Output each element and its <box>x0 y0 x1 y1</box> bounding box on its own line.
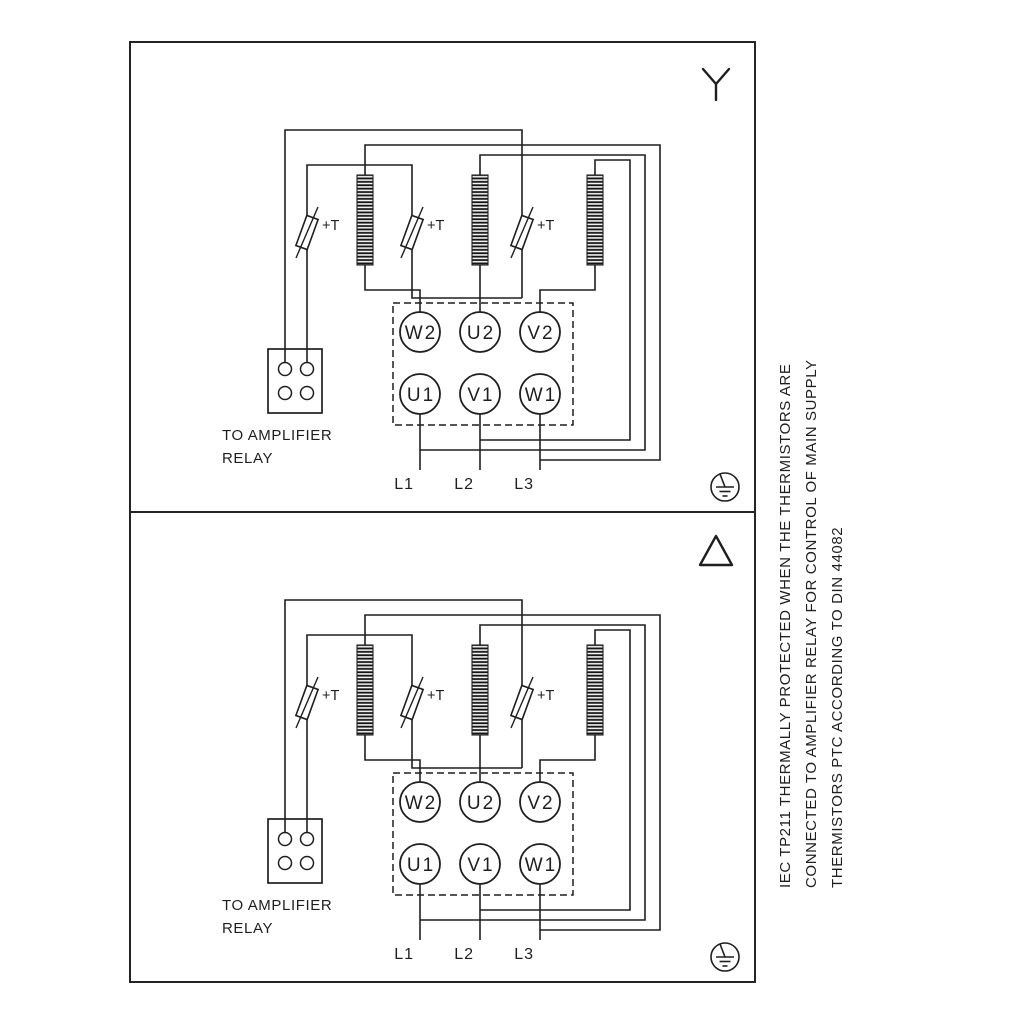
terminal-block <box>392 772 574 896</box>
thermistor-symbol: +T <box>399 206 444 259</box>
thermistor-strike <box>295 676 319 729</box>
supply-label-l1: L1 <box>394 946 414 963</box>
relay-pin <box>277 361 293 377</box>
side-note-line3: THERMISTORS PTC ACCORDING TO DIN 44082 <box>829 527 846 888</box>
terminal-v1-label: V1 <box>467 855 494 876</box>
relay-note-line1: TO AMPLIFIER <box>222 427 332 444</box>
relay-pin <box>299 361 315 377</box>
wire <box>364 144 661 461</box>
terminal-v2: V2 <box>519 781 561 823</box>
terminal-u2: U2 <box>459 781 501 823</box>
relay-connector-box <box>267 818 323 884</box>
wire <box>480 629 631 911</box>
terminal-w1: W1 <box>519 843 561 885</box>
wire <box>420 624 646 921</box>
side-note-line1: IEC TP211 THERMALLY PROTECTED WHEN THE T… <box>777 364 794 888</box>
relay-pin <box>277 385 293 401</box>
motor-winding <box>471 644 489 736</box>
terminal-u1-label: U1 <box>407 385 435 406</box>
wire <box>284 599 523 832</box>
terminal-w1-label: W1 <box>525 385 558 406</box>
thermistor-symbol: +T <box>294 206 339 259</box>
terminal-v1: V1 <box>459 373 501 415</box>
wire <box>364 735 421 782</box>
terminal-v2: V2 <box>519 311 561 353</box>
terminal-w2-label: W2 <box>405 323 438 344</box>
terminal-u1-label: U1 <box>407 855 435 876</box>
motor-winding <box>586 644 604 736</box>
supply-label-l2: L2 <box>454 476 474 493</box>
terminal-v2-label: V2 <box>527 793 554 814</box>
wire <box>539 735 596 782</box>
relay-note-line2: RELAY <box>222 920 273 937</box>
terminal-u2: U2 <box>459 311 501 353</box>
supply-label-l2: L2 <box>454 946 474 963</box>
relay-connector <box>267 348 323 414</box>
thermistor-label: +T <box>322 218 339 234</box>
terminal-w2-label: W2 <box>405 793 438 814</box>
thermistor-label: +T <box>427 218 444 234</box>
relay-note-line2: RELAY <box>222 450 273 467</box>
terminal-w1-label: W1 <box>525 855 558 876</box>
relay-note-line1: TO AMPLIFIER <box>222 897 332 914</box>
relay-connector-box <box>267 348 323 414</box>
thermistor-strike <box>510 206 534 259</box>
delta-panel: +T +T +T W2 U2 V2 U1 <box>222 534 740 972</box>
relay-pin <box>299 831 315 847</box>
terminal-v1: V1 <box>459 843 501 885</box>
star-panel: +T +T +T W2 U2 V2 U1 <box>222 67 740 502</box>
supply-label-l1: L1 <box>394 476 414 493</box>
thermistor-strike <box>400 676 424 729</box>
motor-winding <box>356 644 374 736</box>
terminal-w1: W1 <box>519 373 561 415</box>
thermistor-strike <box>400 206 424 259</box>
side-note: IEC TP211 THERMALLY PROTECTED WHEN THE T… <box>777 359 846 888</box>
motor-winding <box>471 174 489 266</box>
relay-pin <box>299 385 315 401</box>
terminal-u1: U1 <box>399 373 441 415</box>
wire <box>539 265 596 312</box>
earth-ground-icon <box>710 472 740 502</box>
wire <box>420 154 646 451</box>
terminal-w2: W2 <box>399 311 441 353</box>
wye-icon <box>701 67 731 102</box>
relay-pin <box>299 855 315 871</box>
wire <box>480 159 631 441</box>
motor-winding <box>586 174 604 266</box>
terminal-w2: W2 <box>399 781 441 823</box>
terminal-u2-label: U2 <box>467 323 495 344</box>
thermistor-label: +T <box>537 218 554 234</box>
terminal-u1: U1 <box>399 843 441 885</box>
thermistor-symbol: +T <box>294 676 339 729</box>
wire <box>364 265 421 312</box>
side-note-line2: CONNECTED TO AMPLIFIER RELAY FOR CONTROL… <box>803 359 820 888</box>
relay-pin <box>277 855 293 871</box>
thermistor-strike <box>510 676 534 729</box>
terminal-block <box>392 302 574 426</box>
terminal-u2-label: U2 <box>467 793 495 814</box>
supply-label-l3: L3 <box>514 476 534 493</box>
wire <box>284 129 523 362</box>
motor-winding <box>356 174 374 266</box>
thermistor-label: +T <box>322 688 339 704</box>
terminal-v1-label: V1 <box>467 385 494 406</box>
relay-connector <box>267 818 323 884</box>
earth-ground-icon <box>710 942 740 972</box>
wire <box>364 614 661 931</box>
thermistor-strike <box>295 206 319 259</box>
thermistor-symbol: +T <box>509 676 554 729</box>
thermistor-label: +T <box>537 688 554 704</box>
thermistor-label: +T <box>427 688 444 704</box>
thermistor-symbol: +T <box>509 206 554 259</box>
terminal-v2-label: V2 <box>527 323 554 344</box>
thermistor-symbol: +T <box>399 676 444 729</box>
delta-icon <box>698 534 734 567</box>
relay-pin <box>277 831 293 847</box>
supply-label-l3: L3 <box>514 946 534 963</box>
